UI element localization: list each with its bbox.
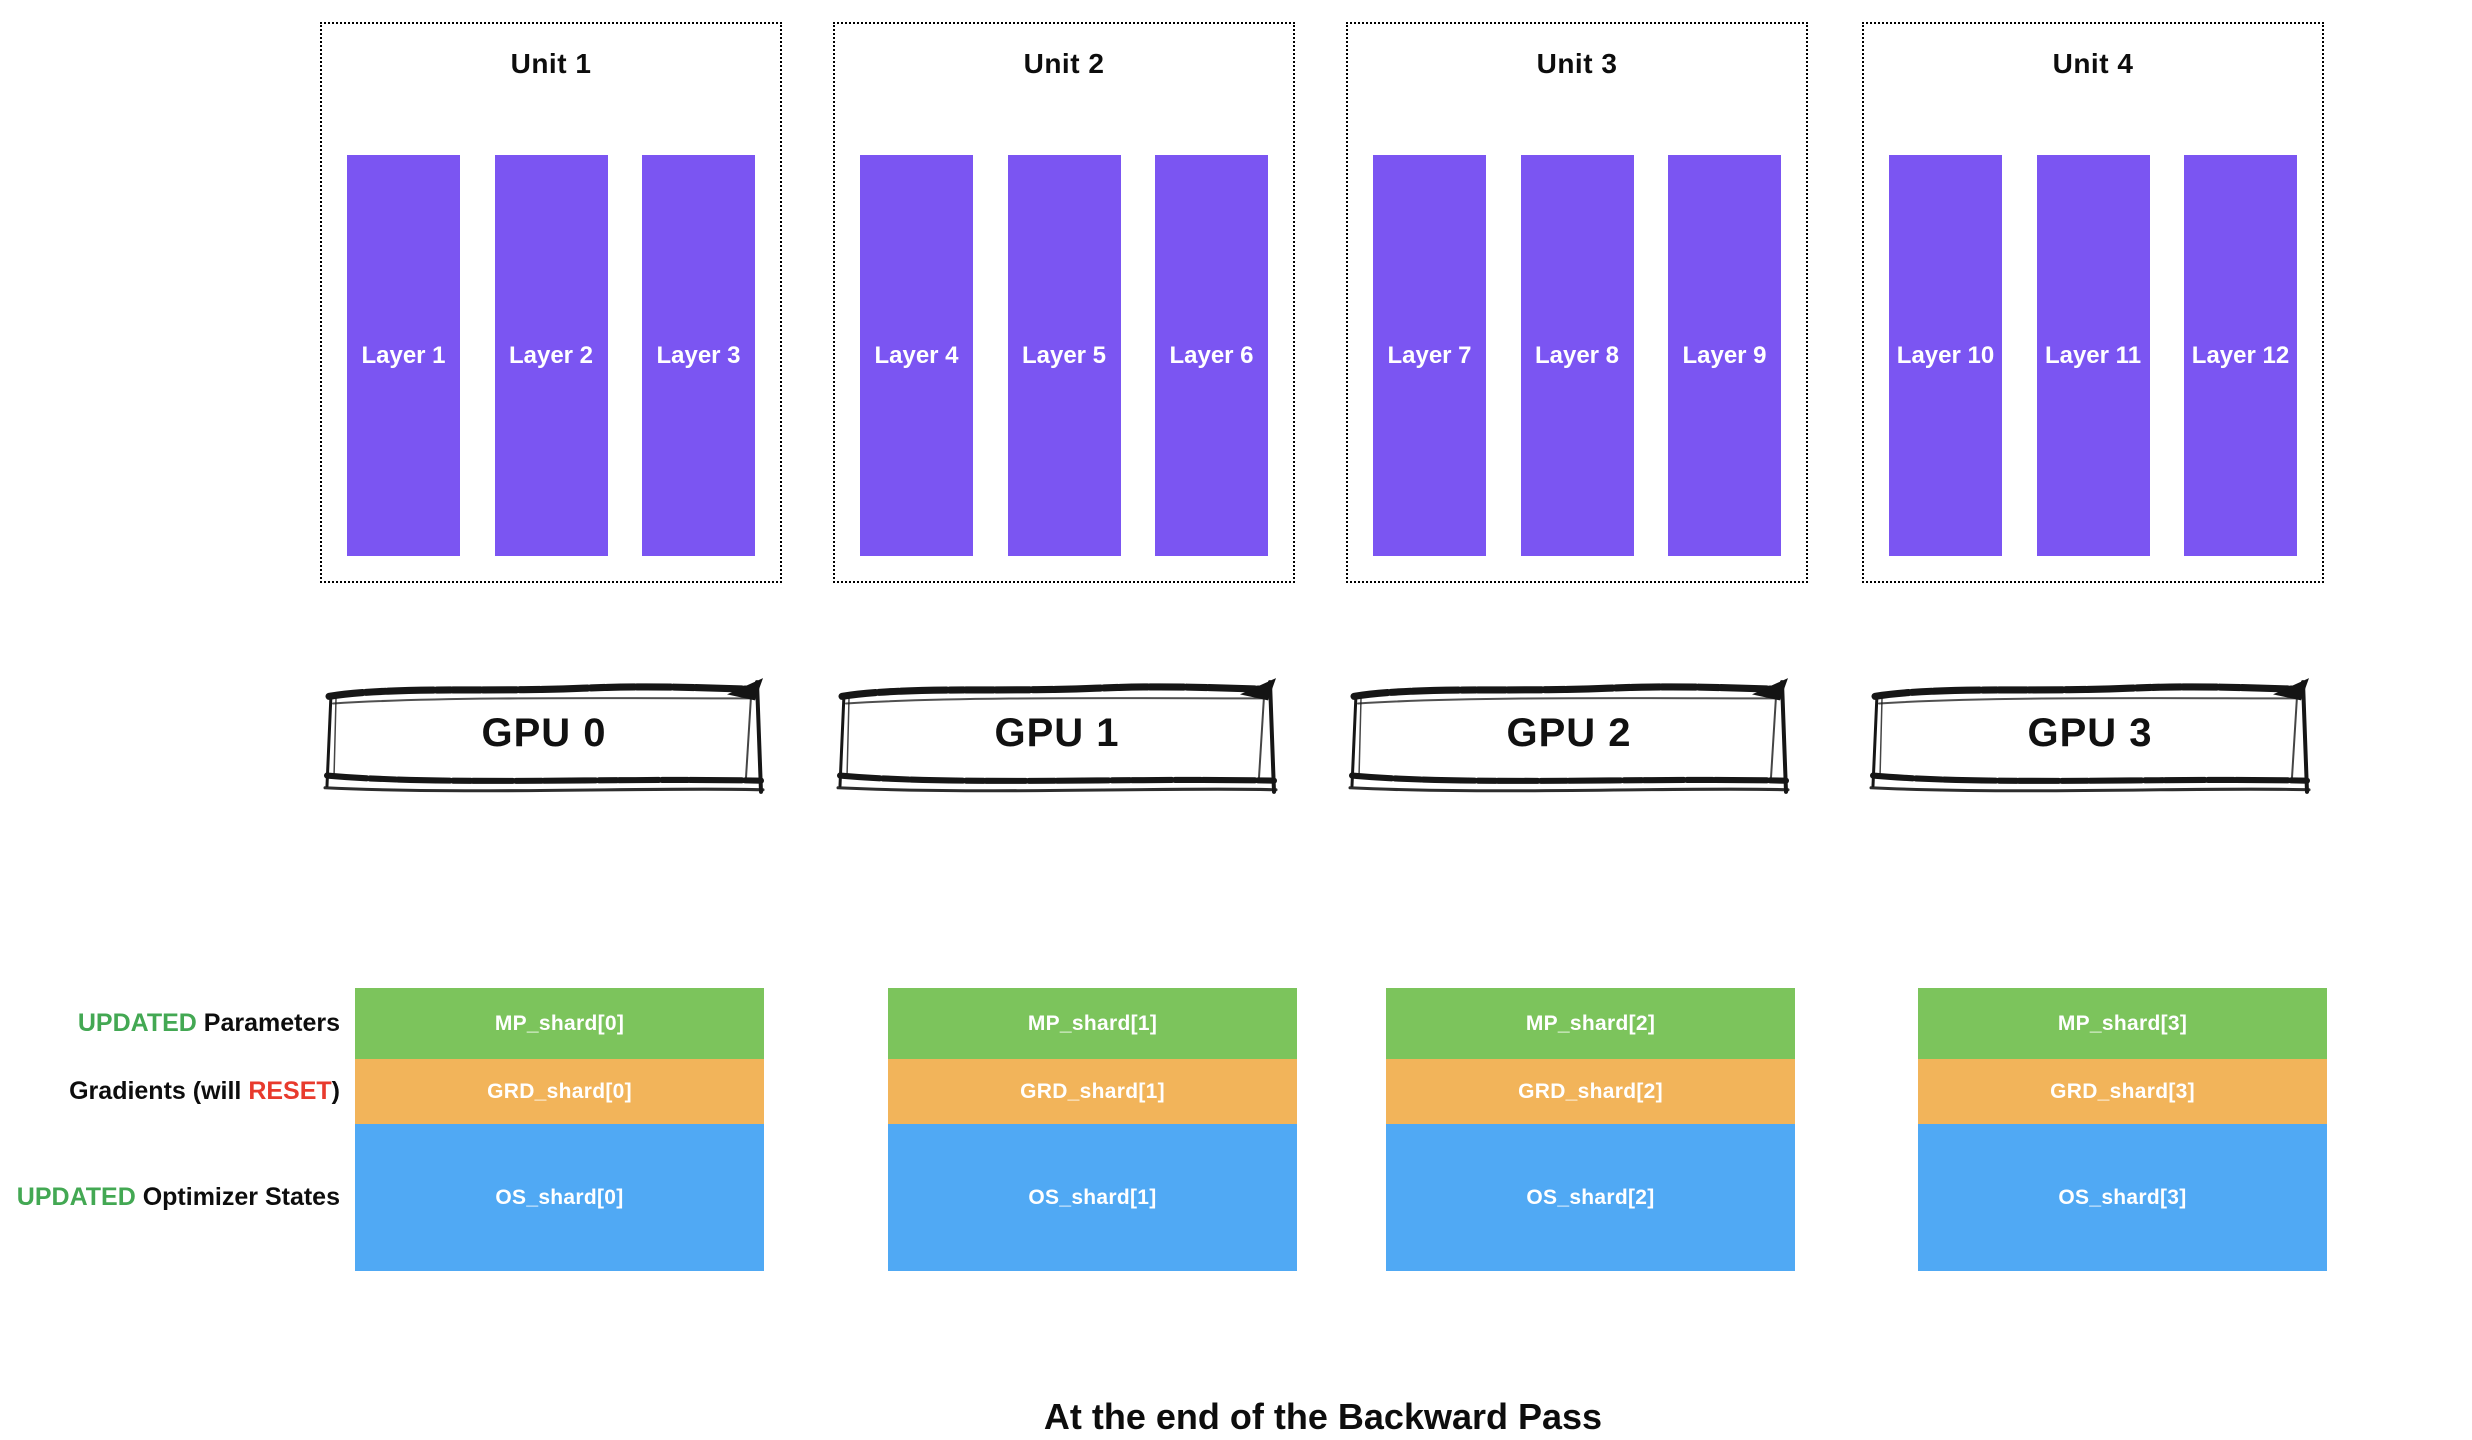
grd-shard-row: GRD_shard[0] [355,1059,764,1124]
layer-bar: Layer 6 [1155,155,1268,556]
layer-group: Layer 10 Layer 11 Layer 12 [1889,155,2297,556]
unit-box-2: Unit 2 Layer 4 Layer 5 Layer 6 [833,22,1295,583]
gpu-box-2: GPU 2 [1348,674,1790,802]
layer-bar: Layer 9 [1668,155,1781,556]
grd-shard-row: GRD_shard[1] [888,1059,1297,1124]
label-updated-optimizer-states: UPDATED Optimizer States [16,1181,340,1213]
sketch-corner [1240,678,1276,701]
gpu-label: GPU 0 [481,710,607,755]
mp-shard-row: MP_shard[0] [355,988,764,1059]
label-text: Parameters [196,1008,340,1037]
unit-title: Unit 2 [1023,48,1105,79]
shard-stack-2: MP_shard[2] GRD_shard[2] OS_shard[2] [1386,988,1795,1271]
label-text: Optimizer States [135,1182,340,1211]
reset-highlight: RESET [248,1076,332,1105]
gpu-label: GPU 2 [1506,710,1632,755]
sketch-frame [836,678,1278,794]
gpu-label: GPU 3 [2027,710,2153,755]
label-gradients-reset: Gradients (will RESET) [20,1075,340,1107]
gpu-box-1: GPU 1 [836,674,1278,802]
sketch-frame [1869,678,2311,794]
label-text: Gradients (will [69,1076,249,1105]
shard-stack-0: MP_shard[0] GRD_shard[0] OS_shard[0] [355,988,764,1271]
grd-shard-row: GRD_shard[2] [1386,1059,1795,1124]
layer-group: Layer 7 Layer 8 Layer 9 [1373,155,1781,556]
layer-bar: Layer 8 [1520,155,1634,556]
layer-bar: Layer 5 [1007,155,1121,556]
gpu-box-0: GPU 0 [323,674,765,802]
unit-title: Unit 3 [1536,48,1618,79]
layer-bar: Layer 10 [1889,155,2002,556]
diagram-caption: At the end of the Backward Pass [1043,1396,1603,1437]
layer-group: Layer 1 Layer 2 Layer 3 [347,155,755,556]
sketch-corner [1752,678,1788,701]
layer-bar: Layer 11 [2036,155,2150,556]
gpu-label: GPU 1 [994,710,1120,755]
mp-shard-row: MP_shard[3] [1918,988,2327,1059]
unit-box-1: Unit 1 Layer 1 Layer 2 Layer 3 [320,22,782,583]
unit-title: Unit 1 [510,48,592,79]
unit-title: Unit 4 [2052,48,2134,79]
gpu-box-3: GPU 3 [1869,674,2311,802]
mp-shard-row: MP_shard[2] [1386,988,1795,1059]
layer-bar: Layer 12 [2184,155,2297,556]
layer-bar: Layer 1 [347,155,460,556]
sketch-corner [727,678,763,701]
sketch-corner [2273,678,2309,701]
label-updated-parameters: UPDATED Parameters [20,1007,340,1039]
grd-shard-row: GRD_shard[3] [1918,1059,2327,1124]
os-shard-row: OS_shard[2] [1386,1124,1795,1271]
os-shard-row: OS_shard[3] [1918,1124,2327,1271]
shard-stack-1: MP_shard[1] GRD_shard[1] OS_shard[1] [888,988,1297,1271]
sketch-frame [323,678,765,794]
updated-highlight: UPDATED [16,1182,136,1211]
layer-group: Layer 4 Layer 5 Layer 6 [860,155,1268,556]
shard-stack-3: MP_shard[3] GRD_shard[3] OS_shard[3] [1918,988,2327,1271]
layer-bar: Layer 2 [494,155,608,556]
updated-highlight: UPDATED [77,1008,197,1037]
os-shard-row: OS_shard[1] [888,1124,1297,1271]
sketch-frame [1348,678,1790,794]
layer-bar: Layer 4 [860,155,973,556]
layer-bar: Layer 7 [1373,155,1486,556]
unit-box-4: Unit 4 Layer 10 Layer 11 Layer 12 [1862,22,2324,583]
label-text: ) [331,1076,340,1105]
unit-box-3: Unit 3 Layer 7 Layer 8 Layer 9 [1346,22,1808,583]
layer-bar: Layer 3 [642,155,755,556]
mp-shard-row: MP_shard[1] [888,988,1297,1059]
os-shard-row: OS_shard[0] [355,1124,764,1271]
